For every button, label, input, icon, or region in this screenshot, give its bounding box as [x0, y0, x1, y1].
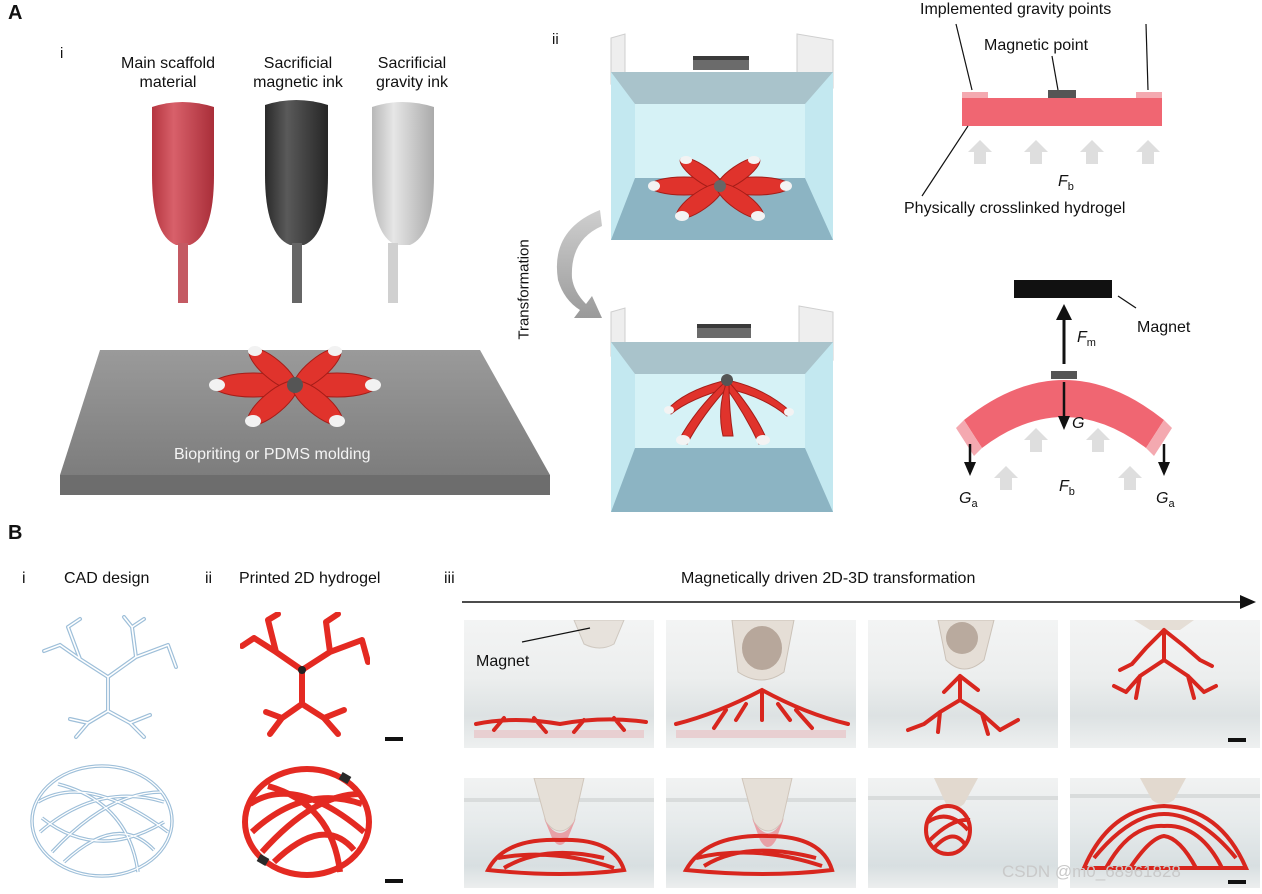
label-implemented-gravity-points: Implemented gravity points	[920, 1, 1112, 18]
photo-tree-frame-2	[666, 620, 856, 748]
transformation-label: Transformation	[515, 239, 533, 340]
label-ga-left: Ga	[959, 490, 978, 511]
panel-a-sub-ii: ii	[552, 31, 559, 48]
photo-sphere-frame-1	[464, 778, 654, 888]
label-magnet-diagram: Magnet	[1137, 319, 1191, 336]
panel-a-letter: A	[8, 2, 23, 24]
flower-flat	[648, 156, 792, 221]
scale-bar-sphere	[385, 879, 403, 883]
flower-lifted	[666, 379, 792, 445]
flower-on-plate	[209, 346, 381, 427]
label-fm: Fm	[1077, 329, 1096, 350]
photo-sphere-frame-3	[868, 778, 1058, 888]
force-diagram-bent	[956, 280, 1172, 490]
magnet-photo-label: Magnet	[476, 653, 530, 670]
label-magnetic-point: Magnetic point	[984, 37, 1089, 54]
cad-sphere-design	[30, 764, 174, 878]
printing-illustration	[60, 100, 550, 495]
photo-tree-frame-3	[868, 620, 1058, 748]
panel-a-sub-i: i	[60, 45, 64, 62]
tank-flat-flower	[610, 33, 834, 240]
label-fb-bottom: Fb	[1059, 478, 1075, 499]
label-g: G	[1072, 415, 1085, 432]
tank-lifted-flower	[610, 305, 834, 512]
watermark: CSDN @m0_68961828	[1002, 862, 1181, 881]
printed-tree-hydrogel	[240, 612, 370, 737]
panel-b-sub-iii: iii	[444, 570, 455, 587]
cad-title: CAD design	[64, 570, 150, 587]
printed-sphere-hydrogel	[242, 766, 372, 878]
panel-b-letter: B	[8, 522, 23, 544]
syringe-gravity-ink	[372, 102, 434, 303]
syringe-main-scaffold	[152, 102, 214, 303]
printed-title: Printed 2D hydrogel	[239, 570, 381, 587]
transformation-arrow	[556, 210, 602, 318]
time-arrow	[462, 595, 1256, 609]
photo-tree-frame-1	[464, 620, 654, 748]
syringe-magnetic-ink	[265, 100, 328, 303]
scale-bar-tree	[385, 737, 403, 741]
label-fb-top: Fb	[1058, 173, 1074, 194]
photo-tree-frame-4	[1070, 620, 1260, 748]
photo-sphere-frame-4	[1070, 778, 1260, 888]
label-hydrogel: Physically crosslinked hydrogel	[904, 200, 1126, 217]
cad-tree-design	[42, 615, 178, 739]
base-plate-label: Biopriting or PDMS molding	[174, 446, 371, 463]
panel-b-sub-ii: ii	[205, 570, 213, 587]
force-diagram-flat	[921, 23, 1162, 197]
scale-bar-photo-row1	[1228, 738, 1246, 742]
photo-sphere-frame-2	[666, 778, 856, 888]
scale-bar-photo-row2	[1228, 880, 1246, 884]
transform-title: Magnetically driven 2D-3D transformation	[681, 570, 976, 587]
panel-b-sub-i: i	[22, 570, 26, 587]
label-ga-right: Ga	[1156, 490, 1175, 511]
